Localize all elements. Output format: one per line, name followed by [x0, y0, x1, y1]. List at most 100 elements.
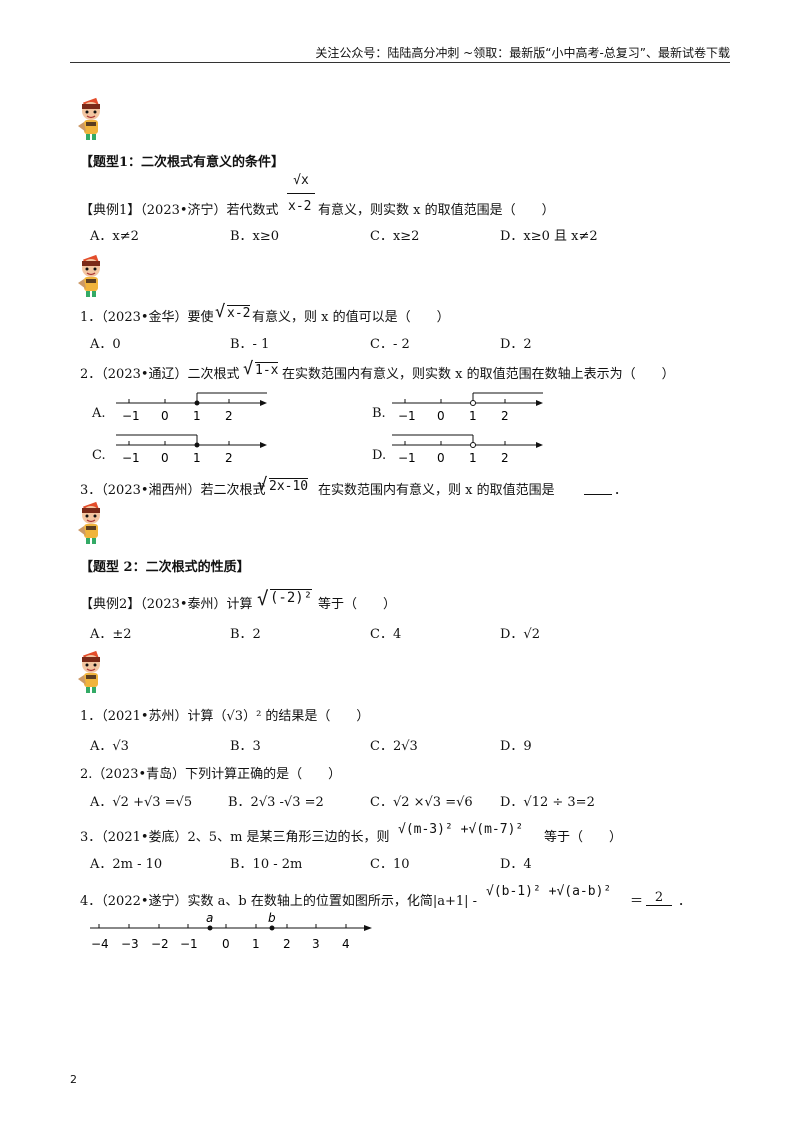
svg-text:0: 0 [437, 409, 445, 423]
section-title-type2: 【题型 2：二次根式的性质】 [80, 560, 250, 575]
t2-q3-suffix: 等于（ ） [544, 830, 623, 845]
t2-q1-option-a: A．√3 [90, 739, 129, 754]
q2-prefix: 2．（2023•通辽）二次根式 [80, 367, 240, 382]
radical-sign: √ [257, 475, 268, 495]
pencil-mascot-icon [77, 650, 101, 694]
svg-text:2: 2 [283, 937, 291, 951]
point-a-label: a [206, 912, 213, 925]
svg-text:0: 0 [161, 409, 169, 423]
example2-option-a: A．±2 [90, 627, 132, 642]
t2-q3-expression: √(m-3)² +√(m-7)² [398, 822, 524, 837]
svg-text:3: 3 [312, 937, 320, 951]
svg-text:2: 2 [501, 409, 509, 423]
svg-text:0: 0 [222, 937, 230, 951]
q3-suffix: 在实数范围内有意义，则 x 的取值范围是 [318, 483, 555, 498]
example1-option-d: D．x≥0 且 x≠2 [500, 229, 598, 244]
example1-prefix: 【典例1】（2023•济宁）若代数式 [80, 203, 279, 218]
example1-numerator: √x [293, 173, 309, 188]
q1-prefix: 1．（2023•金华）要使 [80, 310, 214, 325]
svg-text:1: 1 [469, 451, 477, 465]
example1-option-b: B．x≥0 [230, 229, 280, 244]
number-line-d: −1 0 1 2 [392, 434, 543, 465]
svg-text:1: 1 [469, 409, 477, 423]
header-rule [70, 62, 730, 63]
q3-answer-blank[interactable] [584, 479, 612, 495]
t2-q2-option-d: D．√12 ÷ 3=2 [500, 795, 595, 810]
svg-text:1: 1 [193, 409, 201, 423]
svg-text:−3: −3 [121, 937, 139, 951]
q1-option-b: B．- 1 [230, 337, 270, 352]
q2-option-b[interactable]: B. [372, 406, 386, 421]
example1-option-a: A．x≠2 [90, 229, 139, 244]
q1-option-a: A．0 [90, 337, 121, 352]
example2-option-b: B．2 [230, 627, 261, 642]
t2-q2-option-b: B．2√3 -√3 =2 [228, 795, 324, 810]
example2-suffix: 等于（ ） [318, 597, 397, 612]
pencil-mascot-icon [77, 254, 101, 298]
svg-text:−4: −4 [91, 937, 109, 951]
example2-option-c: C．4 [370, 627, 402, 642]
point-b-label: b [268, 912, 276, 925]
t2-q1-option-c: C．2√3 [370, 739, 418, 754]
radical-sign: √ [243, 359, 254, 379]
t2-q2-option-c: C．√2 ×√3 =√6 [370, 795, 473, 810]
example1-option-c: C．x≥2 [370, 229, 420, 244]
t2-q3-prefix: 3．（2021•娄底）2、5、m 是某三角形三边的长，则 [80, 830, 390, 845]
page-header: 关注公众号：陆陆高分冲刺 ~领取：最新版“小中高考-总复习”、最新试卷下载 [315, 46, 730, 60]
t2-q3-option-a: A．2m - 10 [90, 857, 163, 872]
example2-option-d: D．√2 [500, 627, 540, 642]
fraction-bar [287, 193, 315, 194]
q1-option-c: C．- 2 [370, 337, 410, 352]
svg-text:0: 0 [437, 451, 445, 465]
t2-q1-option-d: D．9 [500, 739, 532, 754]
t2-q4-answer: 2 [646, 890, 672, 906]
q3-prefix: 3．（2023•湘西州）若二次根式 [80, 483, 266, 498]
q2-suffix: 在实数范围内有意义，则实数 x 的取值范围在数轴上表示为（ ） [282, 367, 675, 382]
radical-sign: √ [257, 588, 269, 610]
svg-text:1: 1 [252, 937, 260, 951]
svg-text:2: 2 [225, 409, 233, 423]
radical-sign: √ [215, 302, 226, 322]
q1-option-d: D．2 [500, 337, 532, 352]
t2-q1-option-b: B．3 [230, 739, 261, 754]
t2-q1-text: 1．（2021•苏州）计算（√3）² 的结果是（ ） [80, 709, 370, 724]
q3-radicand: 2x-10 [269, 478, 309, 494]
t2-q2-text: 2.（2023•青岛）下列计算正确的是（ ） [80, 767, 342, 782]
q1-suffix: 有意义，则 x 的值可以是（ ） [252, 310, 450, 325]
svg-text:2: 2 [501, 451, 509, 465]
t2-q4-equals: ＝ [630, 894, 644, 909]
svg-text:−1: −1 [122, 409, 140, 423]
section-title-type1: 【题型1：二次根式有意义的条件】 [80, 155, 285, 170]
svg-text:0: 0 [161, 451, 169, 465]
example2-radicand: (-2)² [270, 589, 313, 606]
svg-text:−1: −1 [398, 409, 416, 423]
q2-option-c[interactable]: C. [92, 448, 106, 463]
pencil-mascot-icon [77, 97, 101, 141]
example1-denominator: x-2 [288, 199, 312, 214]
pencil-mascot-icon [77, 501, 101, 545]
t2-q3-option-c: C．10 [370, 857, 410, 872]
q2-radicand: 1-x [255, 362, 279, 378]
svg-text:−2: −2 [151, 937, 169, 951]
number-line-c: −1 0 1 2 [116, 434, 267, 465]
t2-q4-expression: √(b-1)² +√(a-b)² [486, 884, 612, 899]
svg-text:2: 2 [225, 451, 233, 465]
example2-prefix: 【典例2】（2023•泰州）计算 [80, 597, 253, 612]
svg-text:−1: −1 [122, 451, 140, 465]
svg-text:1: 1 [193, 451, 201, 465]
t2-q3-option-d: D．4 [500, 857, 532, 872]
svg-text:4: 4 [342, 937, 350, 951]
page-number: 2 [70, 1073, 77, 1086]
t2-q3-option-b: B．10 - 2m [230, 857, 303, 872]
svg-text:−1: −1 [398, 451, 416, 465]
q3-end: ． [614, 483, 628, 498]
q1-radicand: x-2 [227, 305, 251, 321]
q2-option-a[interactable]: A. [92, 406, 106, 421]
example1-suffix: 有意义，则实数 x 的取值范围是（ ） [318, 203, 555, 218]
q2-option-d[interactable]: D. [372, 448, 387, 463]
number-line-b: −1 0 1 2 [392, 392, 543, 423]
number-line-a: −1 0 1 2 [116, 392, 267, 423]
t2-q2-option-a: A．√2 +√3 =√5 [90, 795, 193, 810]
t2-q4-end: ． [678, 894, 692, 909]
